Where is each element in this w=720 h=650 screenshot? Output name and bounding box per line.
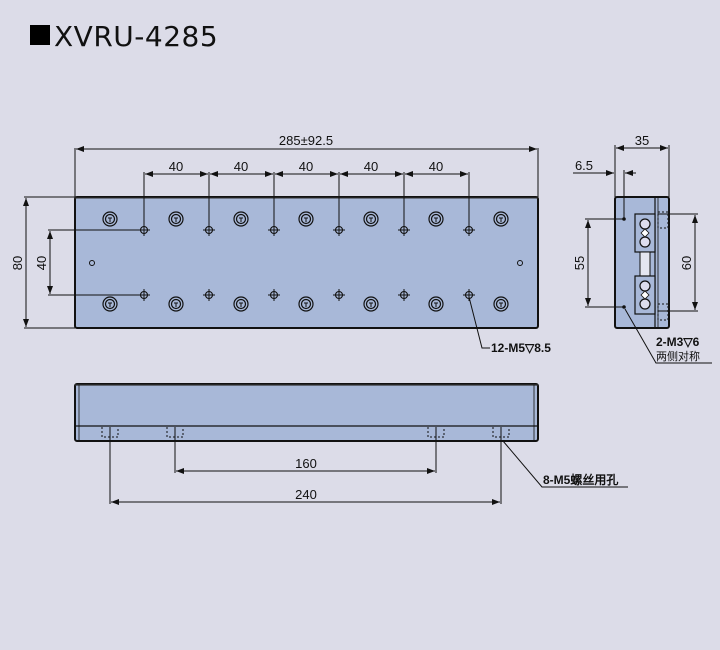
mounting-hole-callout: 8-M5螺丝用孔 — [543, 472, 618, 487]
inner-spacing-dimension: 160 — [295, 456, 317, 471]
side-hole-callout-note: 两侧对称 — [656, 349, 700, 363]
hole-spacing-dimension: 40 — [34, 256, 49, 270]
pitch-dimension: 40 — [169, 159, 183, 174]
side-outer-spacing-dimension: 60 — [679, 256, 694, 270]
height-dimension: 80 — [10, 256, 25, 270]
side-hole-spacing-dimension: 55 — [572, 256, 587, 270]
overall-length-dimension: 285±92.5 — [279, 133, 333, 148]
top-view: 285±92.5 40 40 40 40 40 80 40 12-M5▽8.5 — [10, 133, 551, 355]
pitch-dimension: 40 — [299, 159, 313, 174]
pitch-dimension: 40 — [234, 159, 248, 174]
title-bullet-icon — [30, 25, 50, 45]
offset-dimension: 6.5 — [575, 158, 593, 173]
drawing-title: XVRU-4285 — [30, 20, 218, 53]
tapped-hole-callout: 12-M5▽8.5 — [491, 341, 551, 355]
outer-spacing-dimension: 240 — [295, 487, 317, 502]
front-view: 160 240 8-M5螺丝用孔 — [74, 383, 628, 505]
side-hole-callout: 2-M3▽6 — [656, 335, 700, 349]
model-number: XVRU-4285 — [54, 20, 219, 53]
side-width-dimension: 35 — [635, 133, 649, 148]
side-view: 35 6.5 55 60 2-M3▽6 两侧对称 — [572, 133, 712, 364]
pitch-dimension: 40 — [364, 159, 378, 174]
pitch-dimension: 40 — [429, 159, 443, 174]
